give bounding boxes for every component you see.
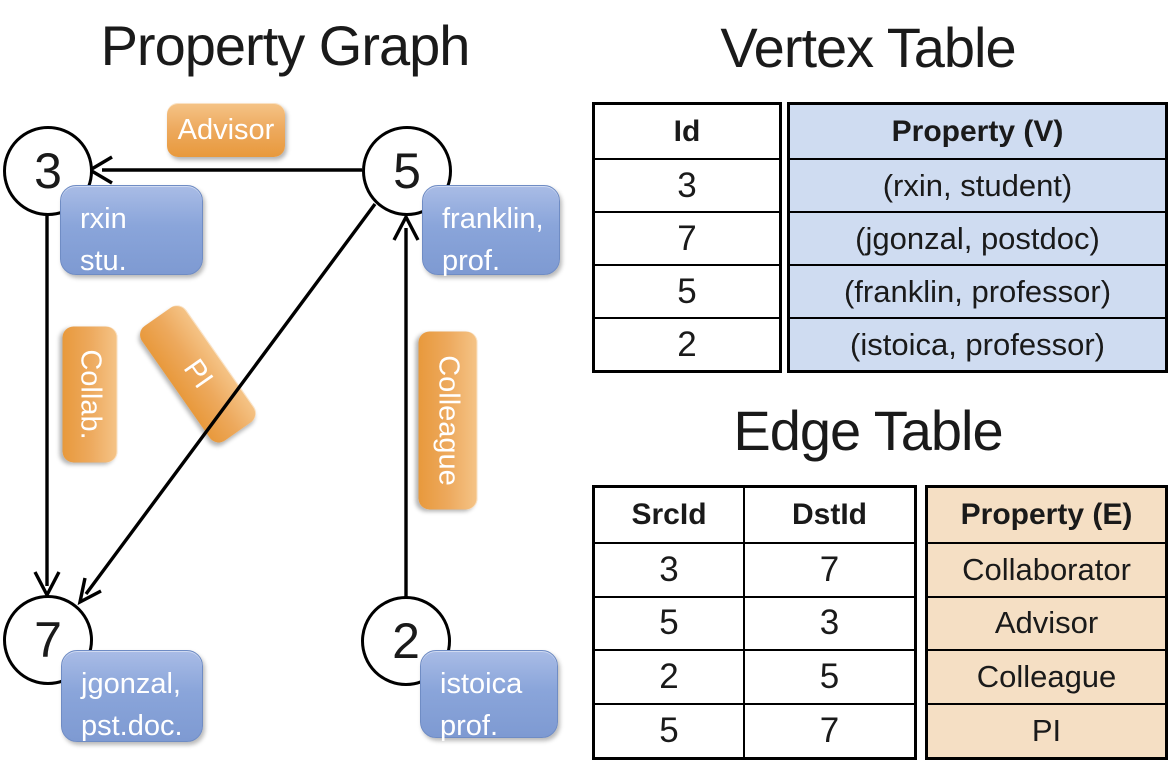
edge-label-collab: Collab. [62,326,118,463]
node-id: 5 [393,143,421,199]
vertex-node-3: 3 [3,126,93,216]
vertex-table-cell-id: 2 [595,317,779,370]
vertex-table-cell-id: 5 [595,264,779,317]
edge-table-header-dstid: DstId [743,488,914,542]
vertex-table-property-column: Property (V) (rxin, student) (jgonzal, p… [787,102,1168,373]
edge-table-cell-dstid: 7 [743,541,914,596]
edge-table-cell-srcid: 3 [595,541,743,596]
edge-table-id-columns: SrcId DstId 3 7 5 3 2 5 5 7 [592,485,917,760]
vertex-table-header-id: Id [673,114,701,148]
vertex-property-box-jgonzal: jgonzal, pst.doc. [61,650,203,742]
edge-table-cell-dstid: 3 [743,595,914,650]
edge-table-header-srcid: SrcId [631,497,707,531]
edge-arrow-5-to-3 [86,155,362,185]
edge-table-cell-srcid: 5 [595,595,743,650]
edge-arrow-2-to-5 [392,213,420,597]
edge-label-advisor: Advisor [167,103,285,157]
edge-table-cell-dstid: 7 [743,703,914,757]
edge-table-header-property: Property (E) [960,497,1133,531]
vertex-node-7: 7 [3,595,93,685]
edge-table-property-column: Property (E) Collaborator Advisor Collea… [925,485,1168,760]
vertex-table-cell-property: (istoica, professor) [790,317,1165,370]
vertex-property-box-istoica: istoica prof. [420,650,558,742]
vertex-table-header-property: Property (V) [891,114,1064,148]
vertex-property-box-rxin: rxin stu. [60,185,203,277]
edge-table-cell-srcid: 2 [595,649,743,703]
edge-table-title: Edge Table [733,399,1003,462]
edge-arrow-3-to-7 [33,214,61,599]
vertex-table-cell-id: 3 [595,158,779,211]
edge-table-cell-srcid: 5 [595,703,743,757]
node-id: 2 [392,613,420,669]
vertex-table-cell-id: 7 [595,211,779,264]
edge-table-cell-dstid: 5 [743,649,914,704]
node-id: 3 [34,143,62,199]
vertex-property-box-franklin: franklin, prof. [422,185,560,277]
vertex-table-cell-property: (rxin, student) [790,158,1165,211]
edge-label-colleague: Colleague [418,331,478,510]
vertex-table-cell-property: (jgonzal, postdoc) [790,211,1165,264]
edge-table-cell-property: Colleague [928,649,1165,703]
vertex-table-cell-property: (franklin, professor) [790,264,1165,317]
edge-table-cell-property: PI [928,703,1165,757]
vertex-table-id-column: Id 3 7 5 2 [592,102,782,373]
node-id: 7 [34,612,62,668]
edge-label-pi: PI [135,301,261,447]
edge-table-cell-property: Advisor [928,595,1165,650]
vertex-table-title: Vertex Table [720,16,1016,79]
edge-table-cell-property: Collaborator [928,541,1165,596]
property-graph-title: Property Graph [100,14,471,77]
